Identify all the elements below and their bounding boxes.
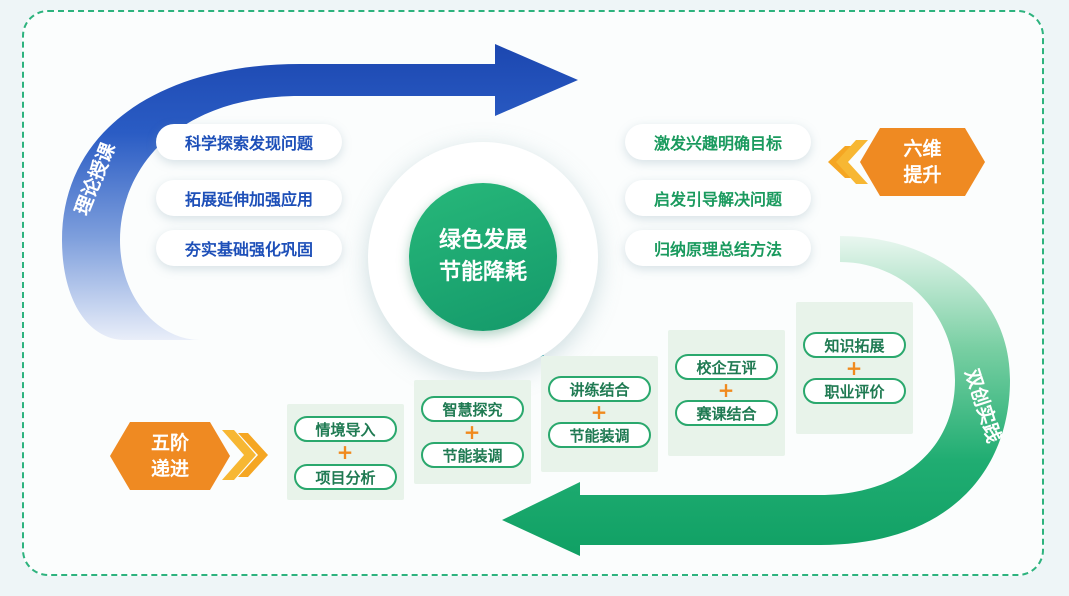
center-title-line2: 节能降耗 — [438, 260, 527, 285]
step-4-bottom: 赛课结合 — [675, 400, 778, 426]
hex-five-bg — [110, 422, 230, 490]
step-3-bottom: 节能装调 — [548, 422, 651, 448]
badge-five-line1: 五阶 — [150, 432, 189, 454]
step-2-top: 智慧探究 — [421, 396, 524, 422]
green-arc-arrow — [502, 236, 1010, 556]
step-1-bottom: 项目分析 — [294, 464, 397, 490]
step-5-top: 知识拓展 — [803, 332, 906, 358]
blue-arc-arrow — [62, 44, 578, 340]
step-card-5 — [796, 302, 913, 434]
step-card-3 — [541, 356, 658, 472]
chevron-right-icon-2 — [238, 433, 268, 477]
badge-six: 六维 提升 — [860, 128, 985, 196]
plus-icon: + — [845, 356, 863, 380]
badge-five: 五阶 递进 — [110, 422, 230, 490]
hex-six-bg — [860, 128, 985, 196]
chevron-right-icon — [222, 430, 256, 480]
step-card-4 — [668, 330, 785, 456]
step-1-top: 情境导入 — [294, 416, 397, 442]
left-pill-3: 夯实基础强化巩固 — [156, 230, 342, 266]
center-title-line1: 绿色发展 — [438, 228, 527, 253]
left-pill-2: 拓展延伸加强应用 — [156, 180, 342, 216]
right-pill-2: 启发引导解决问题 — [625, 180, 811, 216]
step-3-top: 讲练结合 — [548, 376, 651, 402]
step-2-bottom: 节能装调 — [421, 442, 524, 468]
chevron-left-icon — [828, 146, 855, 178]
left-pill-1: 科学探索发现问题 — [156, 124, 342, 160]
right-pill-1: 激发兴趣明确目标 — [625, 124, 811, 160]
badge-six-line2: 提升 — [903, 164, 942, 186]
plus-icon: + — [336, 440, 354, 464]
badge-five-line2: 递进 — [150, 458, 189, 480]
right-pill-3: 归纳原理总结方法 — [625, 230, 811, 266]
plus-icon: + — [463, 420, 481, 444]
step-5-bottom: 职业评价 — [803, 378, 906, 404]
step-4-top: 校企互评 — [675, 354, 778, 380]
center-core: 绿色发展 节能降耗 — [409, 183, 557, 331]
badge-six-line1: 六维 — [903, 138, 942, 160]
plus-icon: + — [590, 400, 608, 424]
chevron-left-icon-2 — [836, 140, 868, 184]
plus-icon: + — [717, 378, 735, 402]
